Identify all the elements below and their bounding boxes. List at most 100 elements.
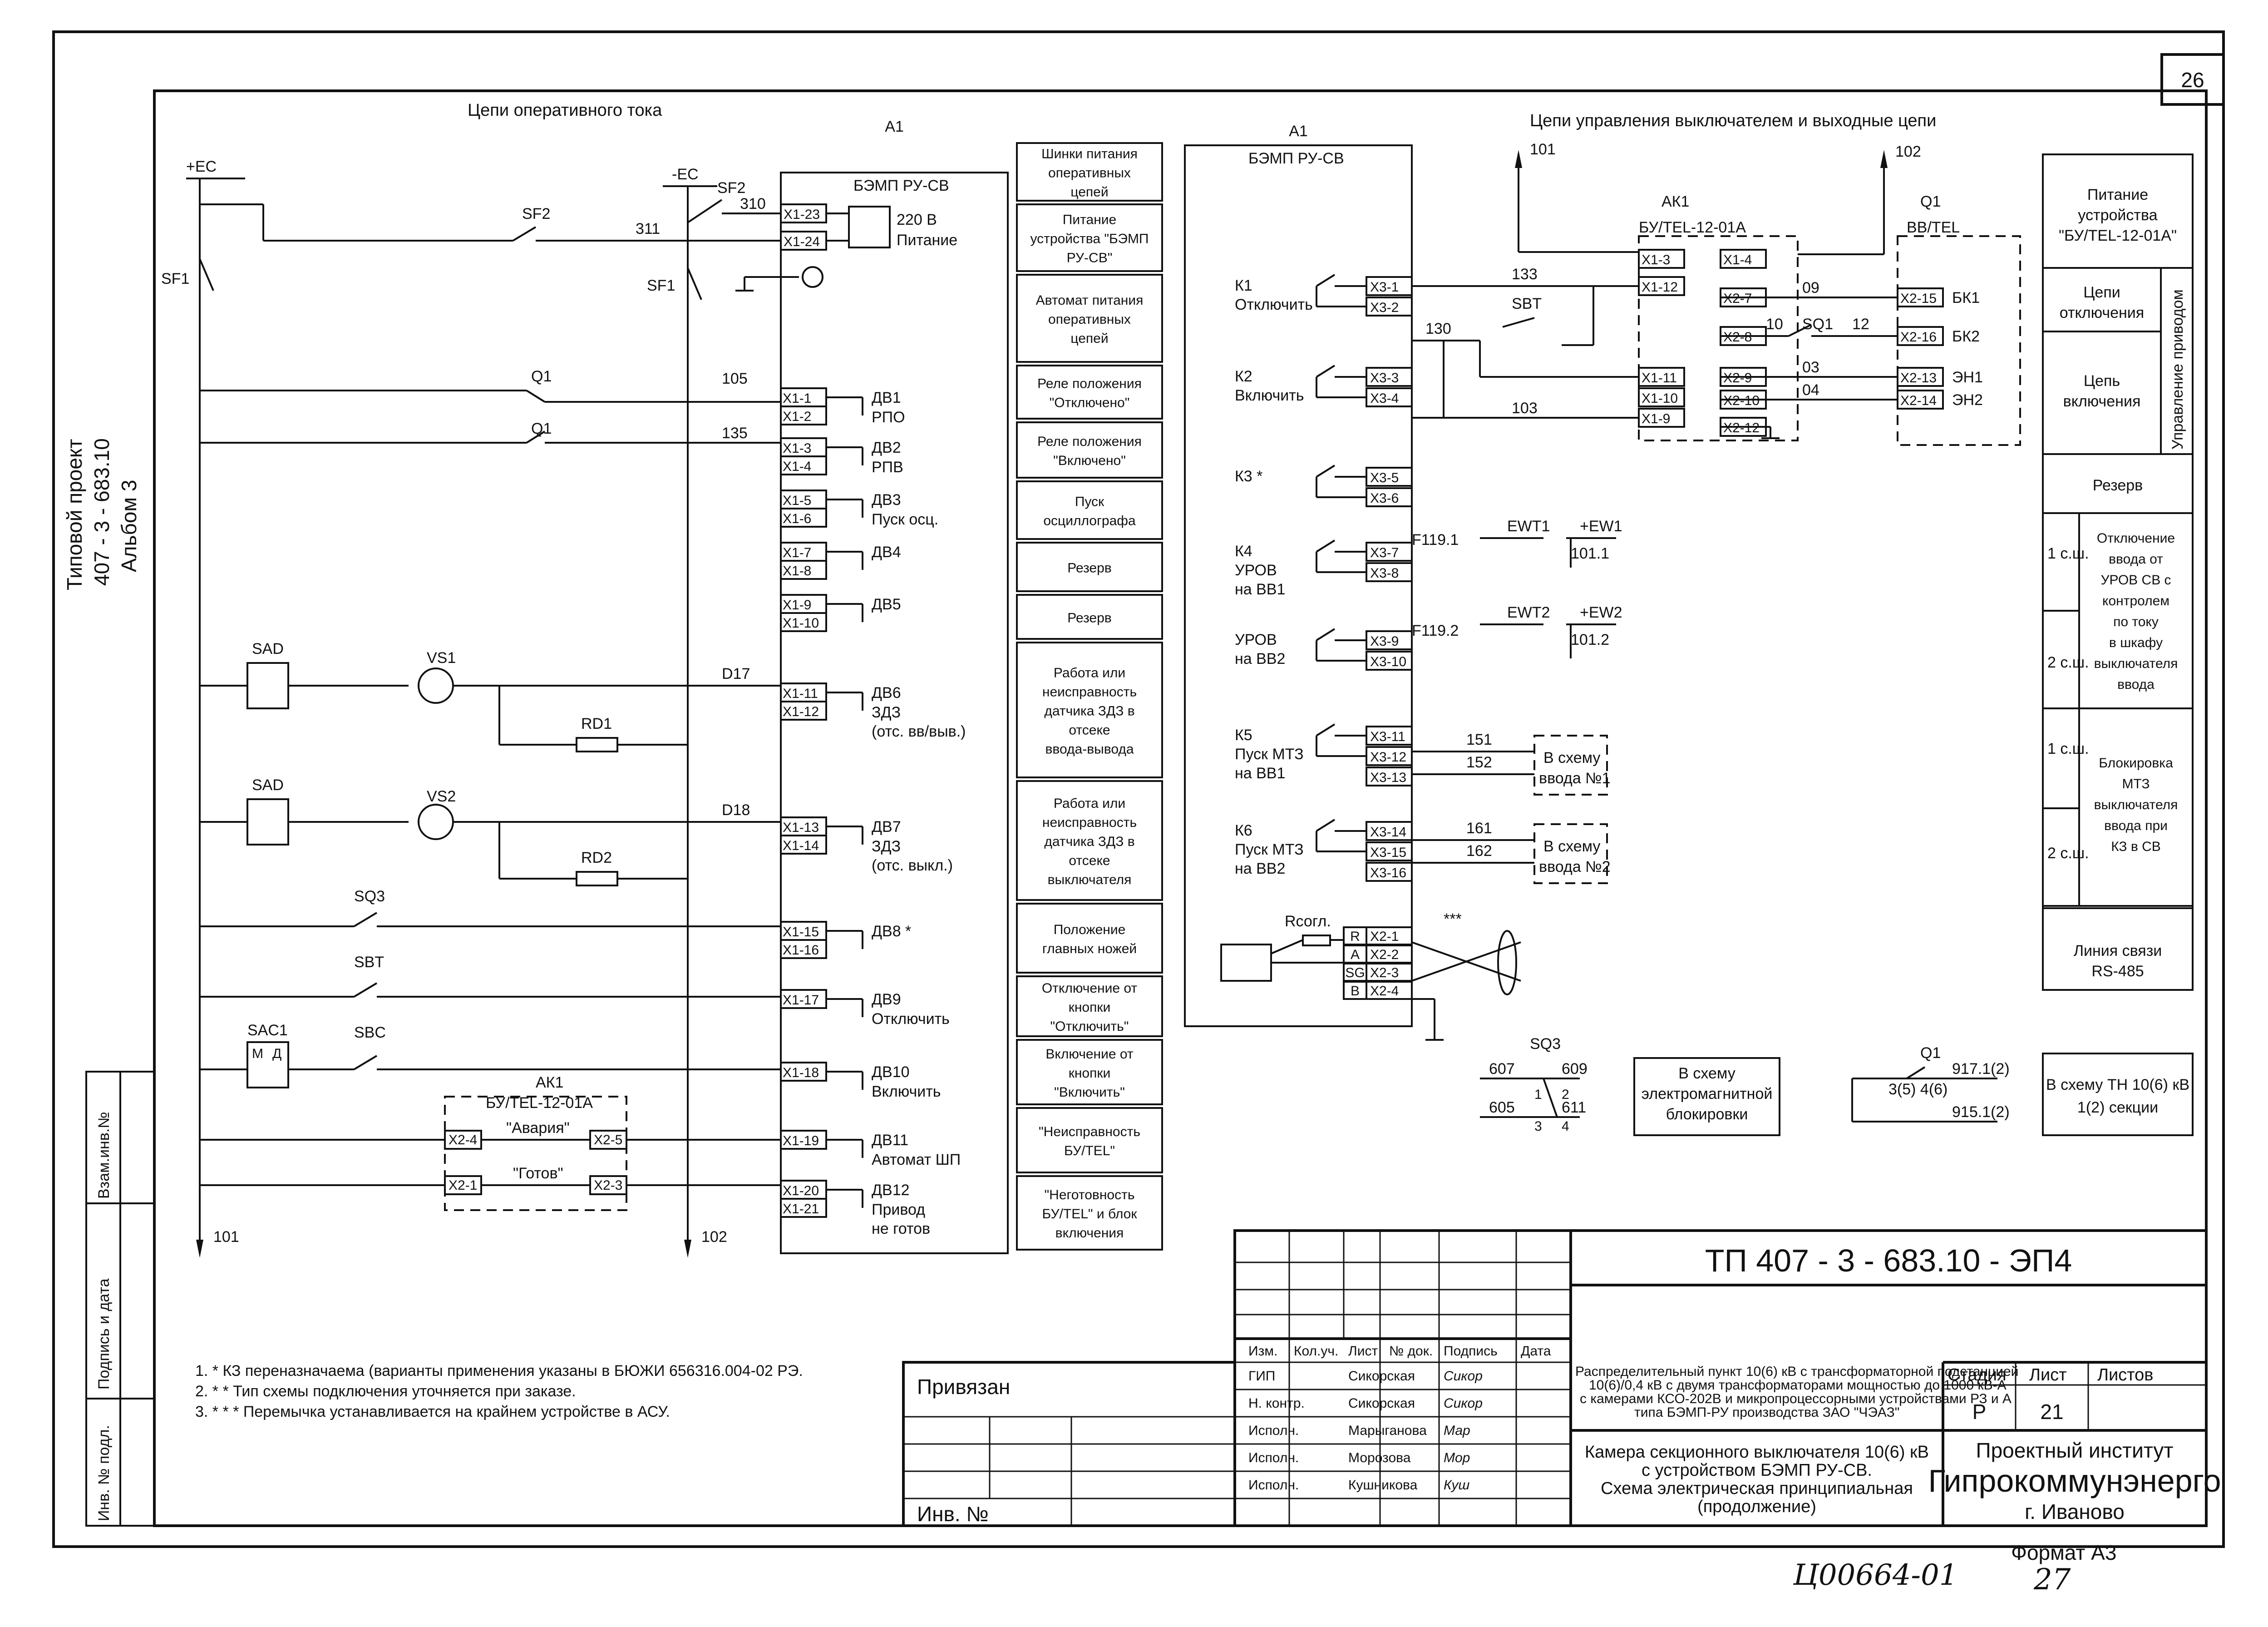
- right-terminal: [1366, 297, 1413, 316]
- sheet-number: 26: [2181, 68, 2204, 92]
- left-terminal: [780, 406, 827, 425]
- sf1-left-label: SF1: [161, 270, 189, 287]
- ak1-alarm: "Авария": [506, 1119, 570, 1137]
- ak1-x25-label: Х2-5: [594, 1132, 622, 1147]
- relay-name: К6: [1235, 822, 1252, 839]
- left-terminal: [780, 542, 827, 562]
- wire-135-label: 135: [722, 425, 748, 442]
- privyazan-label: Привязан: [917, 1375, 1010, 1399]
- tb-name: Морозова: [1348, 1450, 1411, 1465]
- rs-terminal: [1366, 945, 1413, 964]
- f1191-label: F119.1: [1412, 531, 1459, 549]
- rl-mtz-text: КЗ в СВ: [2111, 839, 2161, 854]
- ak1-right-type: БУ/TEL-12-01А: [1639, 219, 1746, 236]
- rl-power-1: Питание: [2087, 186, 2148, 203]
- ak1-right-label: АК1: [1662, 193, 1689, 210]
- drawing-4: (продолжение): [1697, 1497, 1816, 1516]
- legend-text: "Включить": [1054, 1085, 1125, 1100]
- strip-vzam: Взам.инв.№: [95, 1112, 113, 1199]
- project-1: Распределительный пункт 10(6) кВ с транс…: [1575, 1364, 2018, 1379]
- wire-d17-label: D17: [722, 665, 750, 682]
- tb-signature: Мор: [1444, 1450, 1470, 1465]
- q1-terminal-label: Х2-15: [1900, 291, 1937, 306]
- sbt-left-label: SBT: [354, 954, 384, 971]
- legend-cell: [1016, 480, 1163, 540]
- right-terminal: [1366, 387, 1413, 407]
- q1-terminal-label: Х2-13: [1900, 371, 1937, 386]
- legend-text: Питание: [1063, 213, 1116, 227]
- side-stamp-line1: Типовой проект: [63, 439, 86, 590]
- legend-text: цепей: [1070, 185, 1108, 200]
- note-1: 1. * КЗ переназначаема (варианты примене…: [195, 1362, 803, 1380]
- relay-desc: Отключить: [1235, 296, 1313, 313]
- rs-pin-label: B: [1351, 984, 1360, 999]
- relay-contact: [1316, 819, 1336, 832]
- a1-right-block: [1184, 144, 1413, 1027]
- wire-09-label: 09: [1802, 279, 1819, 297]
- rd1-label: RD1: [581, 715, 612, 732]
- ak1-terminal-label: Х1-4: [1723, 252, 1752, 267]
- wire-310-label: 310: [740, 195, 766, 213]
- legend-text: Реле положения: [1037, 376, 1142, 391]
- right-terminal-label: Х3-12: [1370, 750, 1406, 765]
- left-terminal-label: Х1-2: [783, 409, 811, 424]
- legend-cell: [1016, 975, 1163, 1037]
- input-name: ДВ4: [872, 544, 901, 561]
- a1-left-id: A1: [885, 118, 904, 135]
- em-block-line3: блокировки: [1666, 1106, 1748, 1123]
- wire-151-label: 151: [1466, 731, 1492, 748]
- ewt2-label: EWT2: [1507, 604, 1550, 621]
- input-name: ДВ9: [872, 991, 901, 1008]
- legend-text: Резерв: [1067, 611, 1111, 626]
- strip-podpis: Подпись и дата: [95, 1278, 113, 1390]
- ak1-terminal: [1638, 249, 1685, 269]
- legend-text: кнопки: [1069, 1000, 1111, 1015]
- wire-12-label: 12: [1852, 316, 1869, 333]
- sf2-switch: [512, 226, 537, 242]
- ak1-right-box: [1638, 235, 1799, 441]
- q1-terminal-name: ЭН2: [1952, 391, 1983, 409]
- tb-signature: Мар: [1444, 1423, 1470, 1438]
- rs-terminal: [1366, 926, 1413, 945]
- right-terminal-label: Х3-5: [1370, 470, 1399, 485]
- legend-text: Реле положения: [1037, 434, 1142, 449]
- left-terminal: [780, 612, 827, 632]
- wire-133-label: 133: [1512, 266, 1538, 283]
- ak1-terminal-label: Х1-3: [1642, 252, 1670, 267]
- sbt-contact: [353, 982, 378, 998]
- wire-605-label: 605: [1489, 1099, 1515, 1116]
- tb-name: Кушникова: [1348, 1478, 1418, 1493]
- legend-text: осциллографа: [1043, 514, 1136, 529]
- rs-pin-label: A: [1351, 947, 1360, 962]
- org-1: Проектный институт: [1976, 1439, 2174, 1462]
- relay-name: К5: [1235, 727, 1252, 744]
- right-terminal-label: Х3-4: [1370, 391, 1399, 406]
- q1-terminal: [1897, 390, 1944, 410]
- rl-off-1: Цепи: [2083, 284, 2120, 301]
- q1-terminal-label: Х2-14: [1900, 393, 1937, 408]
- rl-mtz-text: Блокировка: [2099, 756, 2173, 771]
- rl-mtz-text: МТЗ: [2122, 776, 2150, 791]
- legend-text: БУ/TEL" и блок: [1042, 1207, 1138, 1221]
- input-desc: не готов: [872, 1220, 930, 1237]
- term-x1-23: [780, 203, 827, 223]
- side-stamp-2: 407 - 3 - 683.10: [90, 438, 113, 586]
- input-desc: (отс. вв/выв.): [872, 723, 966, 740]
- sad1-box: [247, 662, 289, 709]
- right-terminal: [1366, 767, 1413, 786]
- wire-607-label: 607: [1489, 1060, 1515, 1078]
- q1-terminal-label: Х2-16: [1900, 330, 1937, 345]
- ak1-terminal-label: Х2-12: [1723, 420, 1760, 435]
- rl-urov-text: контролем: [2102, 593, 2169, 608]
- relay-contact: [1316, 365, 1336, 378]
- drawing-1: Камера секционного выключателя 10(6) кВ: [1585, 1443, 1929, 1462]
- legend-cell: [1016, 274, 1163, 363]
- rl-urov-sh2: 2 с.ш.: [2047, 654, 2089, 671]
- legend-cell: [1016, 1107, 1163, 1173]
- q1-terminal-name: БК1: [1952, 289, 1980, 307]
- legend-text: "Неисправность: [1039, 1124, 1140, 1139]
- ak1-terminal-label: Х1-11: [1642, 371, 1677, 386]
